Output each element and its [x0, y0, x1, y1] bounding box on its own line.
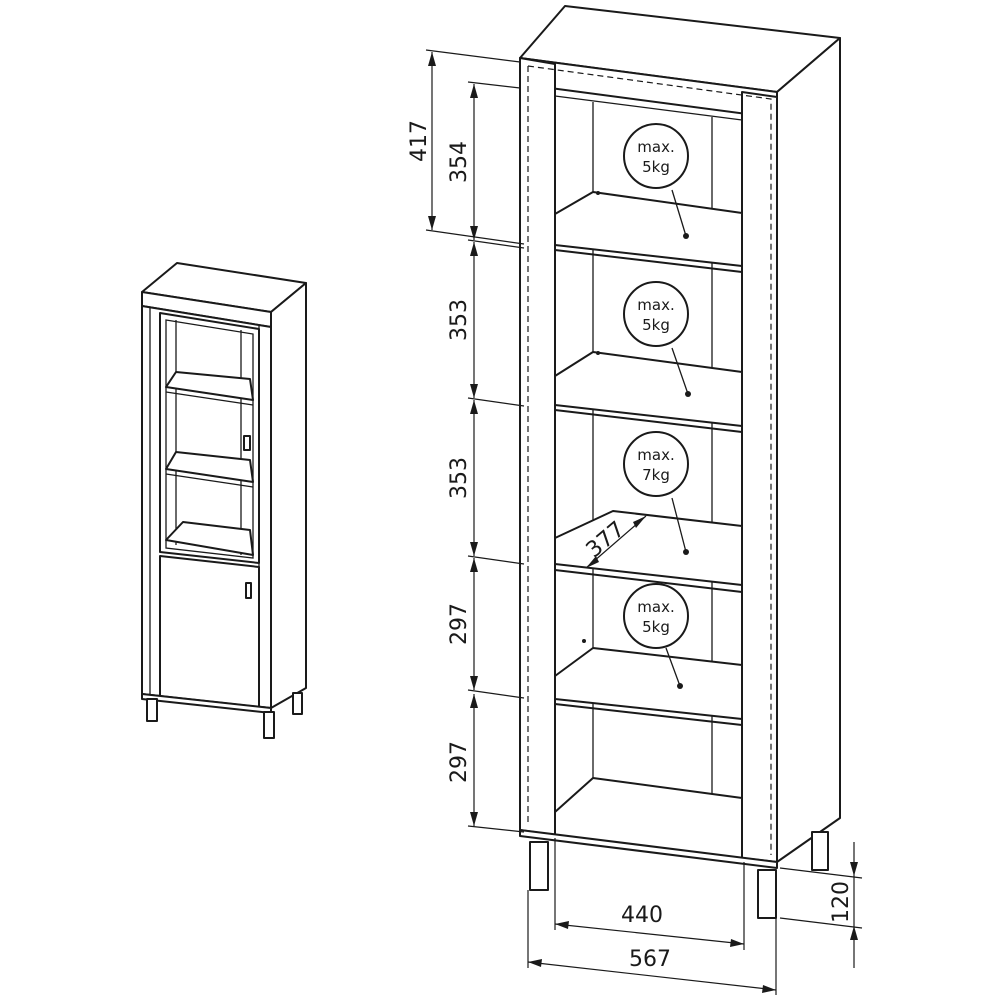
horizontal-dimensions: 440 567 — [527, 838, 777, 995]
load-label-3-line1: max. — [637, 446, 674, 464]
load-callout-1: max. 5kg — [623, 123, 689, 239]
large-cabinet — [519, 5, 841, 919]
load-callout-2: max. 5kg — [623, 281, 691, 397]
load-label-2-line2: 5kg — [642, 316, 670, 334]
load-label-4-line1: max. — [637, 598, 674, 616]
leg-height-dimension: 120 — [779, 842, 863, 968]
small-cabinet — [141, 262, 307, 739]
dim-120: 120 — [829, 881, 854, 923]
load-callout-4: max. 5kg — [623, 583, 689, 689]
dim-297-a: 297 — [447, 603, 472, 645]
dim-440: 440 — [621, 903, 663, 928]
dim-353-a: 353 — [447, 299, 472, 341]
load-label-3-line2: 7kg — [642, 466, 670, 484]
dim-353-b: 353 — [447, 457, 472, 499]
dim-567: 567 — [629, 947, 671, 972]
load-label-4-line2: 5kg — [642, 618, 670, 636]
load-callout-3: max. 7kg — [623, 431, 689, 555]
dim-417: 417 — [407, 120, 432, 162]
load-label-2-line1: max. — [637, 296, 674, 314]
dim-354: 354 — [447, 141, 472, 183]
dim-297-b: 297 — [447, 741, 472, 783]
load-label-1-line2: 5kg — [642, 158, 670, 176]
vertical-dimensions: 417 354 353 353 297 297 — [407, 49, 525, 833]
load-label-1-line1: max. — [637, 138, 674, 156]
